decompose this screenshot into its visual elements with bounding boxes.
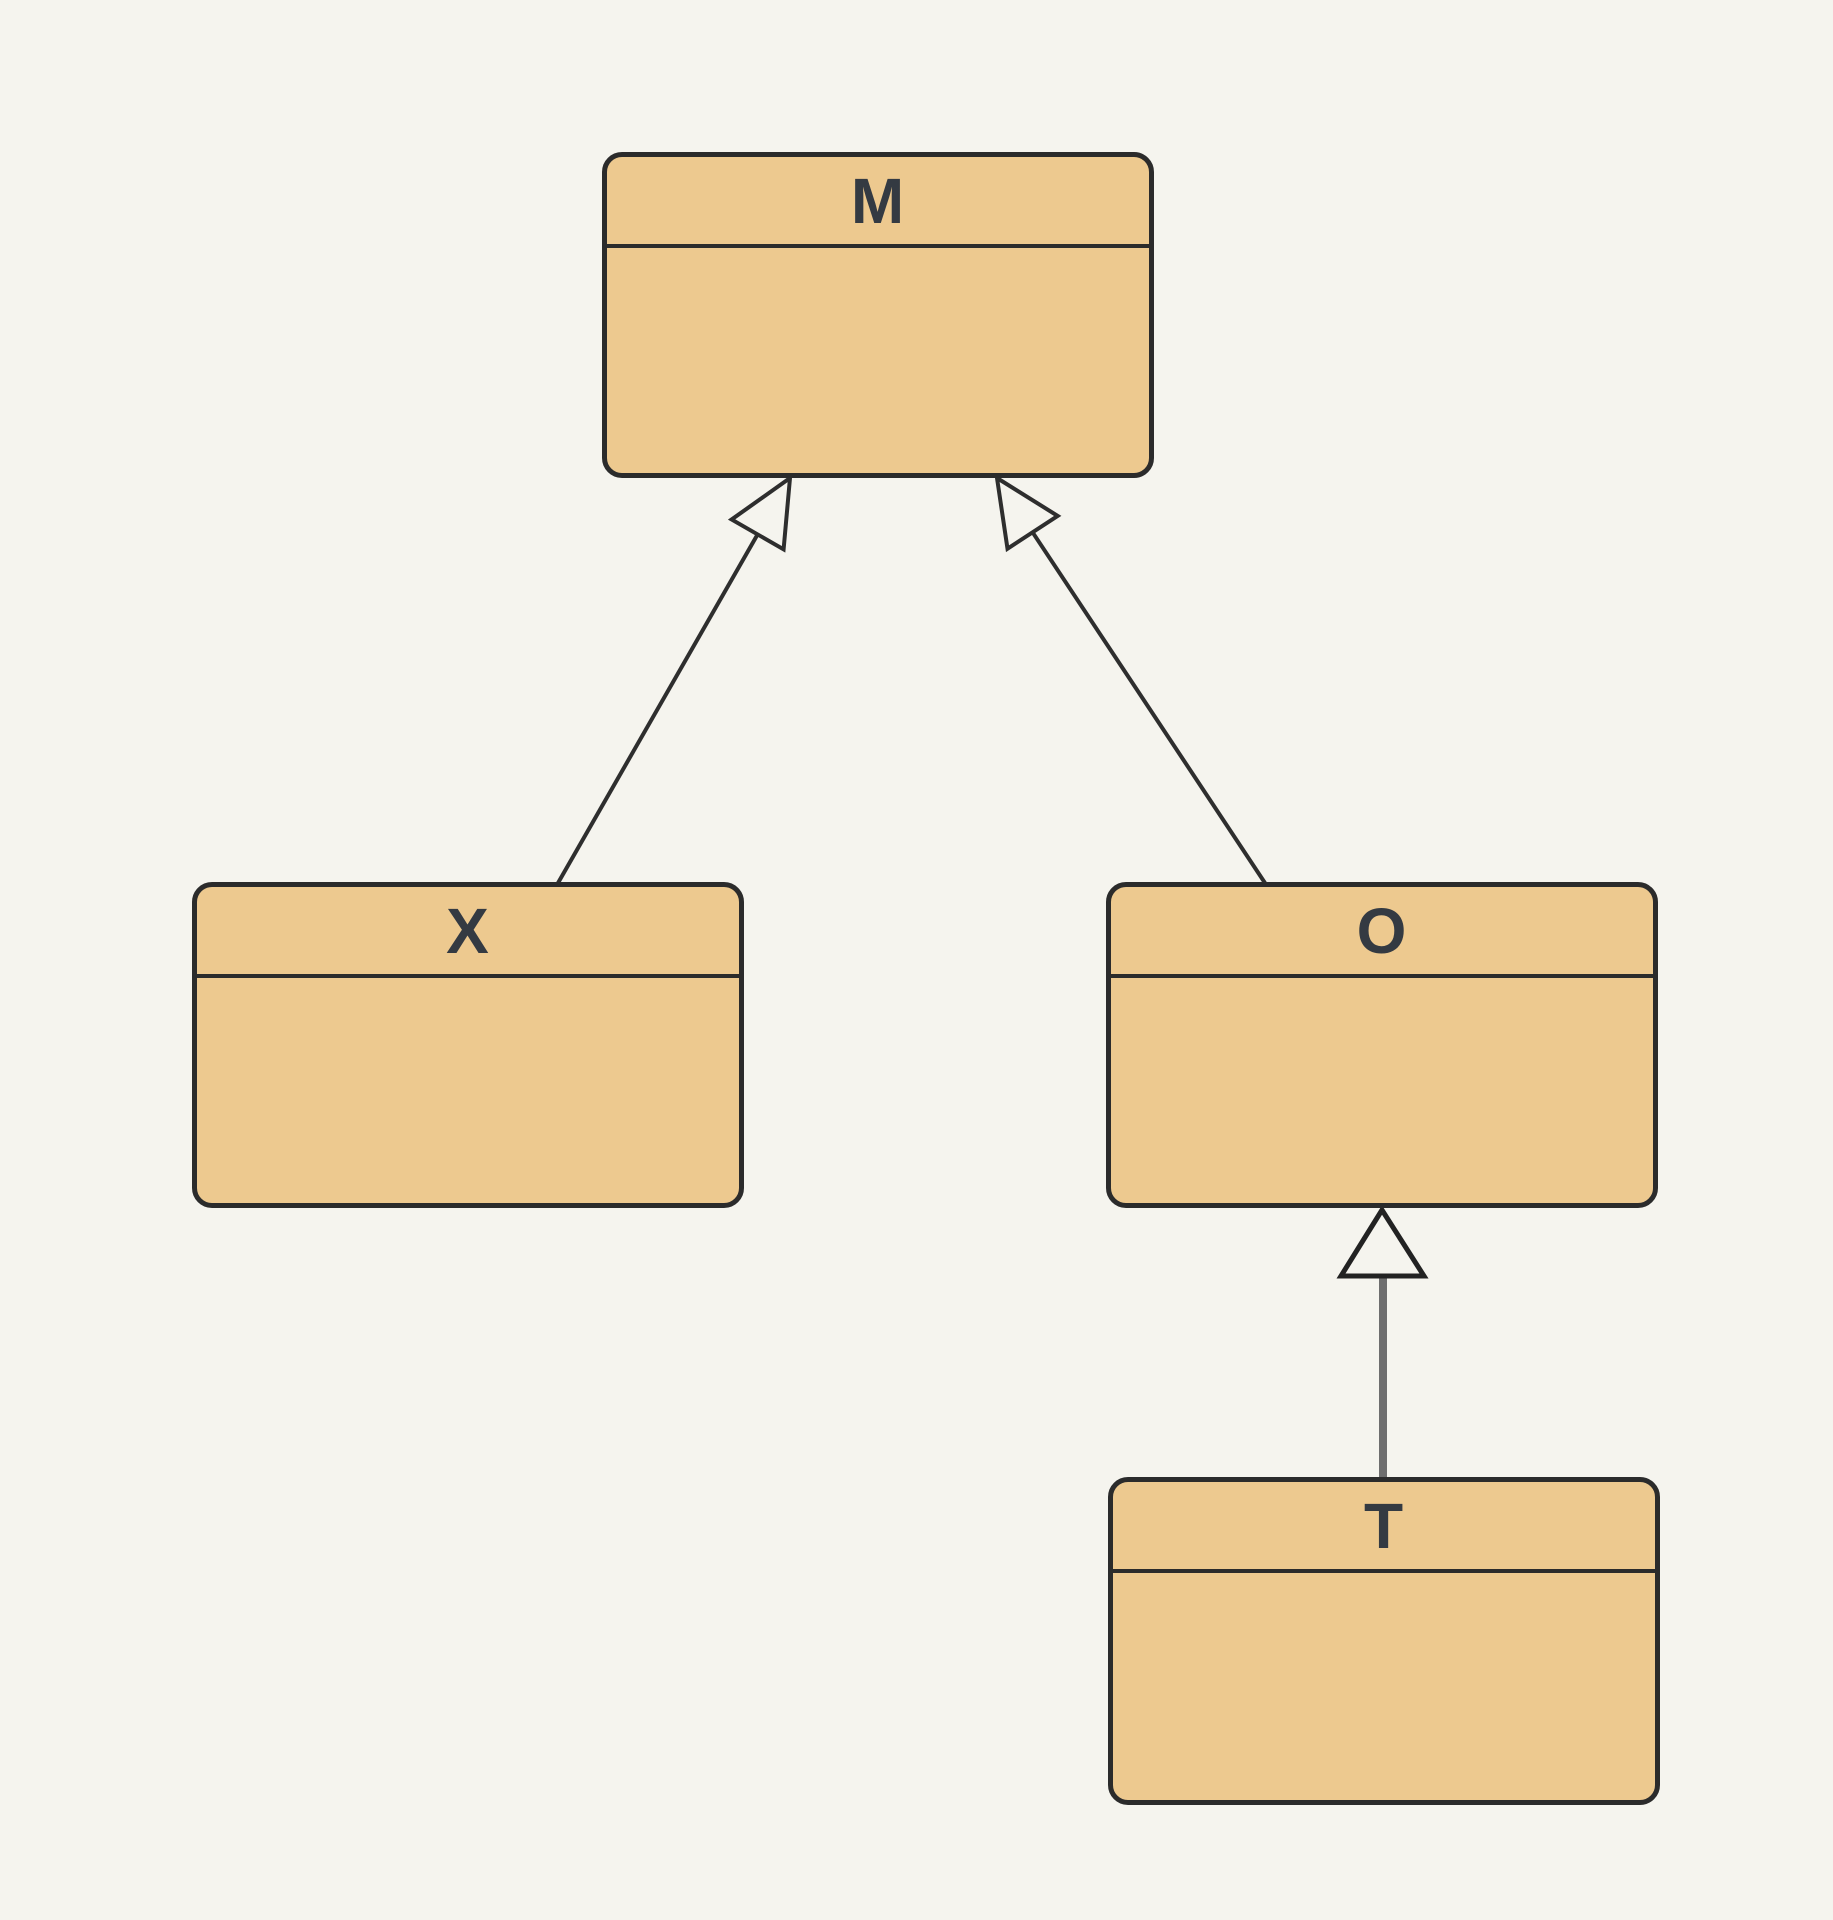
inheritance-arrowhead[interactable]	[1336, 1205, 1429, 1279]
edge-x-to-m-line[interactable]	[556, 533, 760, 884]
class-node-t-compartment	[1113, 1573, 1655, 1800]
class-node-x[interactable]: X	[192, 882, 744, 1208]
class-node-o-title: O	[1356, 894, 1408, 967]
class-node-x-title: X	[446, 894, 490, 967]
class-node-m-title: M	[850, 164, 906, 237]
class-node-x-compartment	[197, 978, 739, 1203]
class-node-t-header: T	[1113, 1482, 1655, 1573]
class-node-x-header: X	[197, 887, 739, 978]
class-node-t-title: T	[1363, 1489, 1405, 1562]
inheritance-arrowhead[interactable]	[727, 473, 793, 553]
class-node-t[interactable]: T	[1108, 1477, 1660, 1805]
class-node-m-compartment	[607, 248, 1149, 473]
class-node-o[interactable]: O	[1106, 882, 1658, 1208]
class-node-o-compartment	[1111, 978, 1653, 1203]
edge-o-to-m[interactable]	[994, 474, 1267, 885]
class-node-m[interactable]: M	[602, 152, 1154, 478]
inheritance-arrowhead[interactable]	[994, 474, 1062, 553]
edge-o-to-m-line[interactable]	[1030, 531, 1267, 885]
edge-x-to-m[interactable]	[556, 473, 793, 884]
class-node-o-header: O	[1111, 887, 1653, 978]
class-node-m-header: M	[607, 157, 1149, 248]
edge-t-to-o[interactable]	[1336, 1205, 1429, 1477]
